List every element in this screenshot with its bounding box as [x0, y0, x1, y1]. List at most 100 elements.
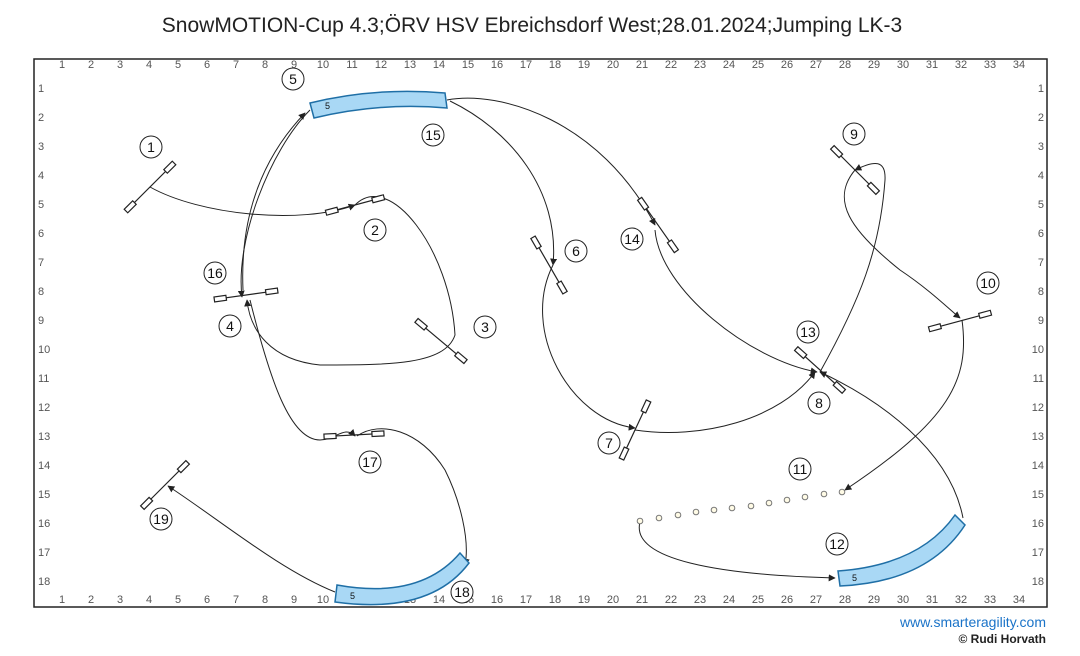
- left-y-tick: 8: [38, 286, 44, 298]
- bottom-x-tick: 5: [175, 594, 181, 606]
- right-y-tick: 10: [1032, 344, 1044, 356]
- left-y-tick: 7: [38, 257, 44, 269]
- svg-text:15: 15: [425, 127, 441, 143]
- left-y-tick: 10: [38, 344, 50, 356]
- right-y-tick: 15: [1032, 489, 1044, 501]
- top-x-tick: 27: [810, 59, 822, 71]
- number-7: 7: [597, 431, 621, 455]
- right-y-tick: 6: [1038, 228, 1044, 240]
- right-y-tick: 3: [1038, 141, 1044, 153]
- svg-text:7: 7: [605, 435, 613, 451]
- bottom-x-tick: 20: [607, 594, 619, 606]
- top-x-tick: 32: [955, 59, 967, 71]
- left-y-tick: 5: [38, 199, 44, 211]
- right-y-tick: 14: [1032, 460, 1044, 472]
- number-15: 15: [421, 123, 445, 147]
- svg-text:13: 13: [800, 324, 816, 340]
- bottom-x-tick: 26: [781, 594, 793, 606]
- course-map: 1122334455667788991010111112121313141415…: [33, 58, 1048, 608]
- top-x-tick: 8: [262, 59, 268, 71]
- bottom-x-tick: 19: [578, 594, 590, 606]
- left-y-tick: 3: [38, 141, 44, 153]
- footer-copyright: © Rudi Horvath: [958, 632, 1046, 646]
- svg-text:1: 1: [147, 139, 155, 155]
- top-x-tick: 24: [723, 59, 735, 71]
- weave-poles: [636, 488, 846, 525]
- bottom-x-tick: 22: [665, 594, 677, 606]
- jump-19: [139, 459, 191, 511]
- left-y-tick: 1: [38, 83, 44, 95]
- left-y-tick: 15: [38, 489, 50, 501]
- bottom-x-tick: 31: [926, 594, 938, 606]
- top-x-tick: 6: [204, 59, 210, 71]
- top-x-tick: 30: [897, 59, 909, 71]
- number-2: 2: [363, 218, 387, 242]
- svg-text:17: 17: [362, 454, 378, 470]
- bottom-x-tick: 24: [723, 594, 735, 606]
- number-11: 11: [788, 457, 812, 481]
- footer-url[interactable]: www.smarteragility.com: [900, 614, 1046, 630]
- right-y-tick: 5: [1038, 199, 1044, 211]
- left-y-tick: 4: [38, 170, 44, 182]
- right-y-tick: 2: [1038, 112, 1044, 124]
- jump-14: [636, 196, 680, 254]
- top-x-tick: 9: [291, 59, 297, 71]
- jump-7: [618, 399, 652, 461]
- svg-text:2: 2: [371, 222, 379, 238]
- right-y-tick: 12: [1032, 402, 1044, 414]
- right-y-tick: 16: [1032, 518, 1044, 530]
- field-border: [33, 58, 1048, 608]
- top-x-tick: 3: [117, 59, 123, 71]
- bottom-x-tick: 1: [59, 594, 65, 606]
- svg-text:4: 4: [226, 318, 234, 334]
- top-x-tick: 5: [175, 59, 181, 71]
- number-18: 18: [450, 580, 474, 604]
- number-5: 5: [281, 67, 305, 91]
- course-path: [149, 97, 965, 593]
- top-x-tick: 29: [868, 59, 880, 71]
- bottom-x-tick: 27: [810, 594, 822, 606]
- top-x-tick: 20: [607, 59, 619, 71]
- svg-text:9: 9: [850, 126, 858, 142]
- bottom-x-tick: 7: [233, 594, 239, 606]
- bottom-x-tick: 18: [549, 594, 561, 606]
- top-x-tick: 15: [462, 59, 474, 71]
- jumps: [123, 144, 993, 511]
- top-x-tick: 26: [781, 59, 793, 71]
- svg-text:10: 10: [980, 275, 996, 291]
- top-x-tick: 31: [926, 59, 938, 71]
- left-y-tick: 9: [38, 315, 44, 327]
- bottom-x-tick: 2: [88, 594, 94, 606]
- jump-6: [530, 235, 568, 295]
- bottom-x-tick: 17: [520, 594, 532, 606]
- right-y-tick: 4: [1038, 170, 1044, 182]
- top-x-tick: 7: [233, 59, 239, 71]
- top-x-tick: 10: [317, 59, 329, 71]
- tunnels: 5 5 5: [309, 90, 966, 606]
- jump-17: [323, 430, 385, 440]
- obstacle-numbers: 1 2 3 4 5 6 7 8 9 10 11 12 13 14 15 16 1…: [139, 67, 1000, 604]
- svg-text:19: 19: [153, 511, 169, 527]
- number-6: 6: [564, 239, 588, 263]
- left-y-tick: 11: [38, 373, 49, 385]
- tunnel-bottom-left-length: 5: [350, 591, 355, 601]
- top-x-tick: 14: [433, 59, 445, 71]
- bottom-x-tick: 8: [262, 594, 268, 606]
- bottom-x-tick: 6: [204, 594, 210, 606]
- jump-2: [324, 194, 386, 216]
- number-12: 12: [825, 532, 849, 556]
- jump-4: [213, 287, 279, 303]
- number-9: 9: [842, 122, 866, 146]
- bottom-x-tick: 25: [752, 594, 764, 606]
- top-x-tick: 34: [1013, 59, 1025, 71]
- bottom-x-tick: 29: [868, 594, 880, 606]
- svg-text:8: 8: [815, 395, 823, 411]
- left-y-tick: 16: [38, 518, 50, 530]
- jump-3: [414, 317, 468, 365]
- left-y-tick: 2: [38, 112, 44, 124]
- top-x-tick: 28: [839, 59, 851, 71]
- svg-text:14: 14: [624, 231, 640, 247]
- left-y-tick: 17: [38, 547, 50, 559]
- number-10: 10: [976, 271, 1000, 295]
- right-y-tick: 8: [1038, 286, 1044, 298]
